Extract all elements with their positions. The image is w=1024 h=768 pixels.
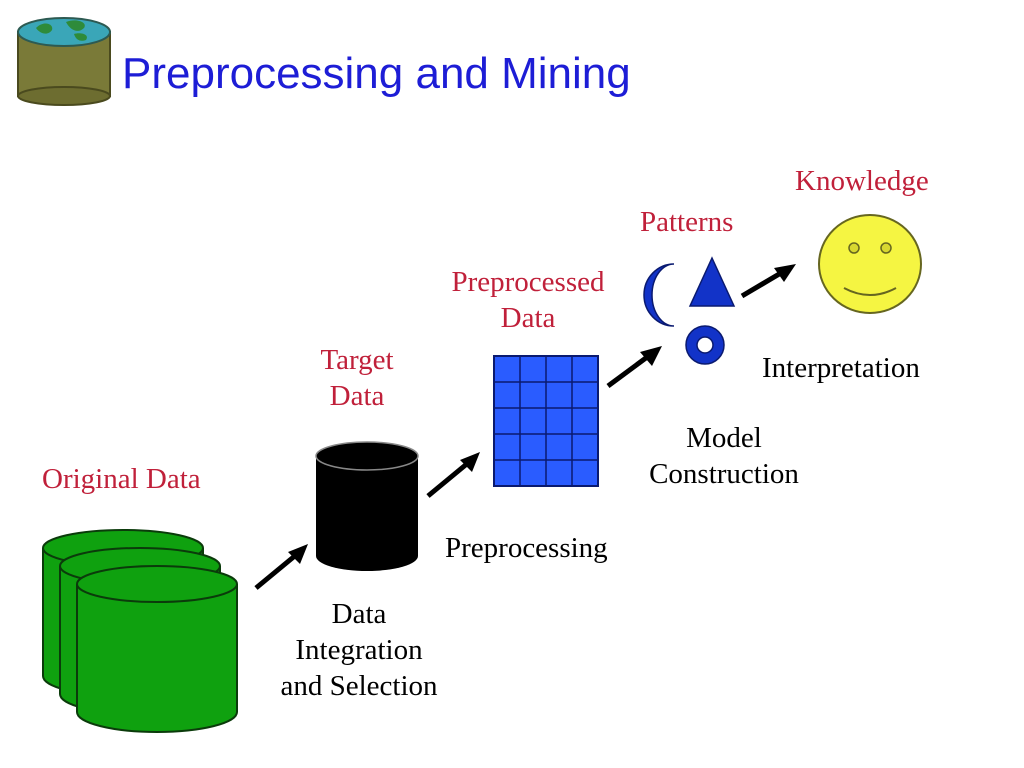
globe-database-logo-icon: [17, 17, 111, 106]
arrow-icon: [740, 264, 796, 299]
arrow-icon: [426, 452, 480, 498]
arrow-icon: [606, 346, 662, 389]
preprocessed-data-grid-icon: [493, 355, 599, 487]
preprocessed-data-label: Preprocessed Data: [451, 266, 605, 334]
data-integration-label: Data Integration and Selection: [280, 598, 438, 702]
patterns-label: Patterns: [640, 206, 734, 238]
knowledge-label: Knowledge: [795, 165, 929, 197]
interpretation-label: Interpretation: [762, 352, 920, 384]
original-data-label: Original Data: [42, 463, 201, 495]
triangle-pattern-icon: [688, 256, 736, 307]
crescent-pattern-icon: [643, 263, 675, 327]
target-data-database-icon: [315, 441, 419, 571]
smiley-face-icon: [818, 214, 922, 314]
arrow-icon: [254, 544, 308, 590]
ring-pattern-icon: [685, 325, 725, 365]
model-construction-label: Model Construction: [649, 422, 799, 490]
original-data-databases-icon: [42, 529, 238, 733]
target-data-label: Target Data: [320, 344, 394, 412]
preprocessing-label: Preprocessing: [445, 532, 608, 564]
slide-title: Preprocessing and Mining: [122, 49, 631, 98]
